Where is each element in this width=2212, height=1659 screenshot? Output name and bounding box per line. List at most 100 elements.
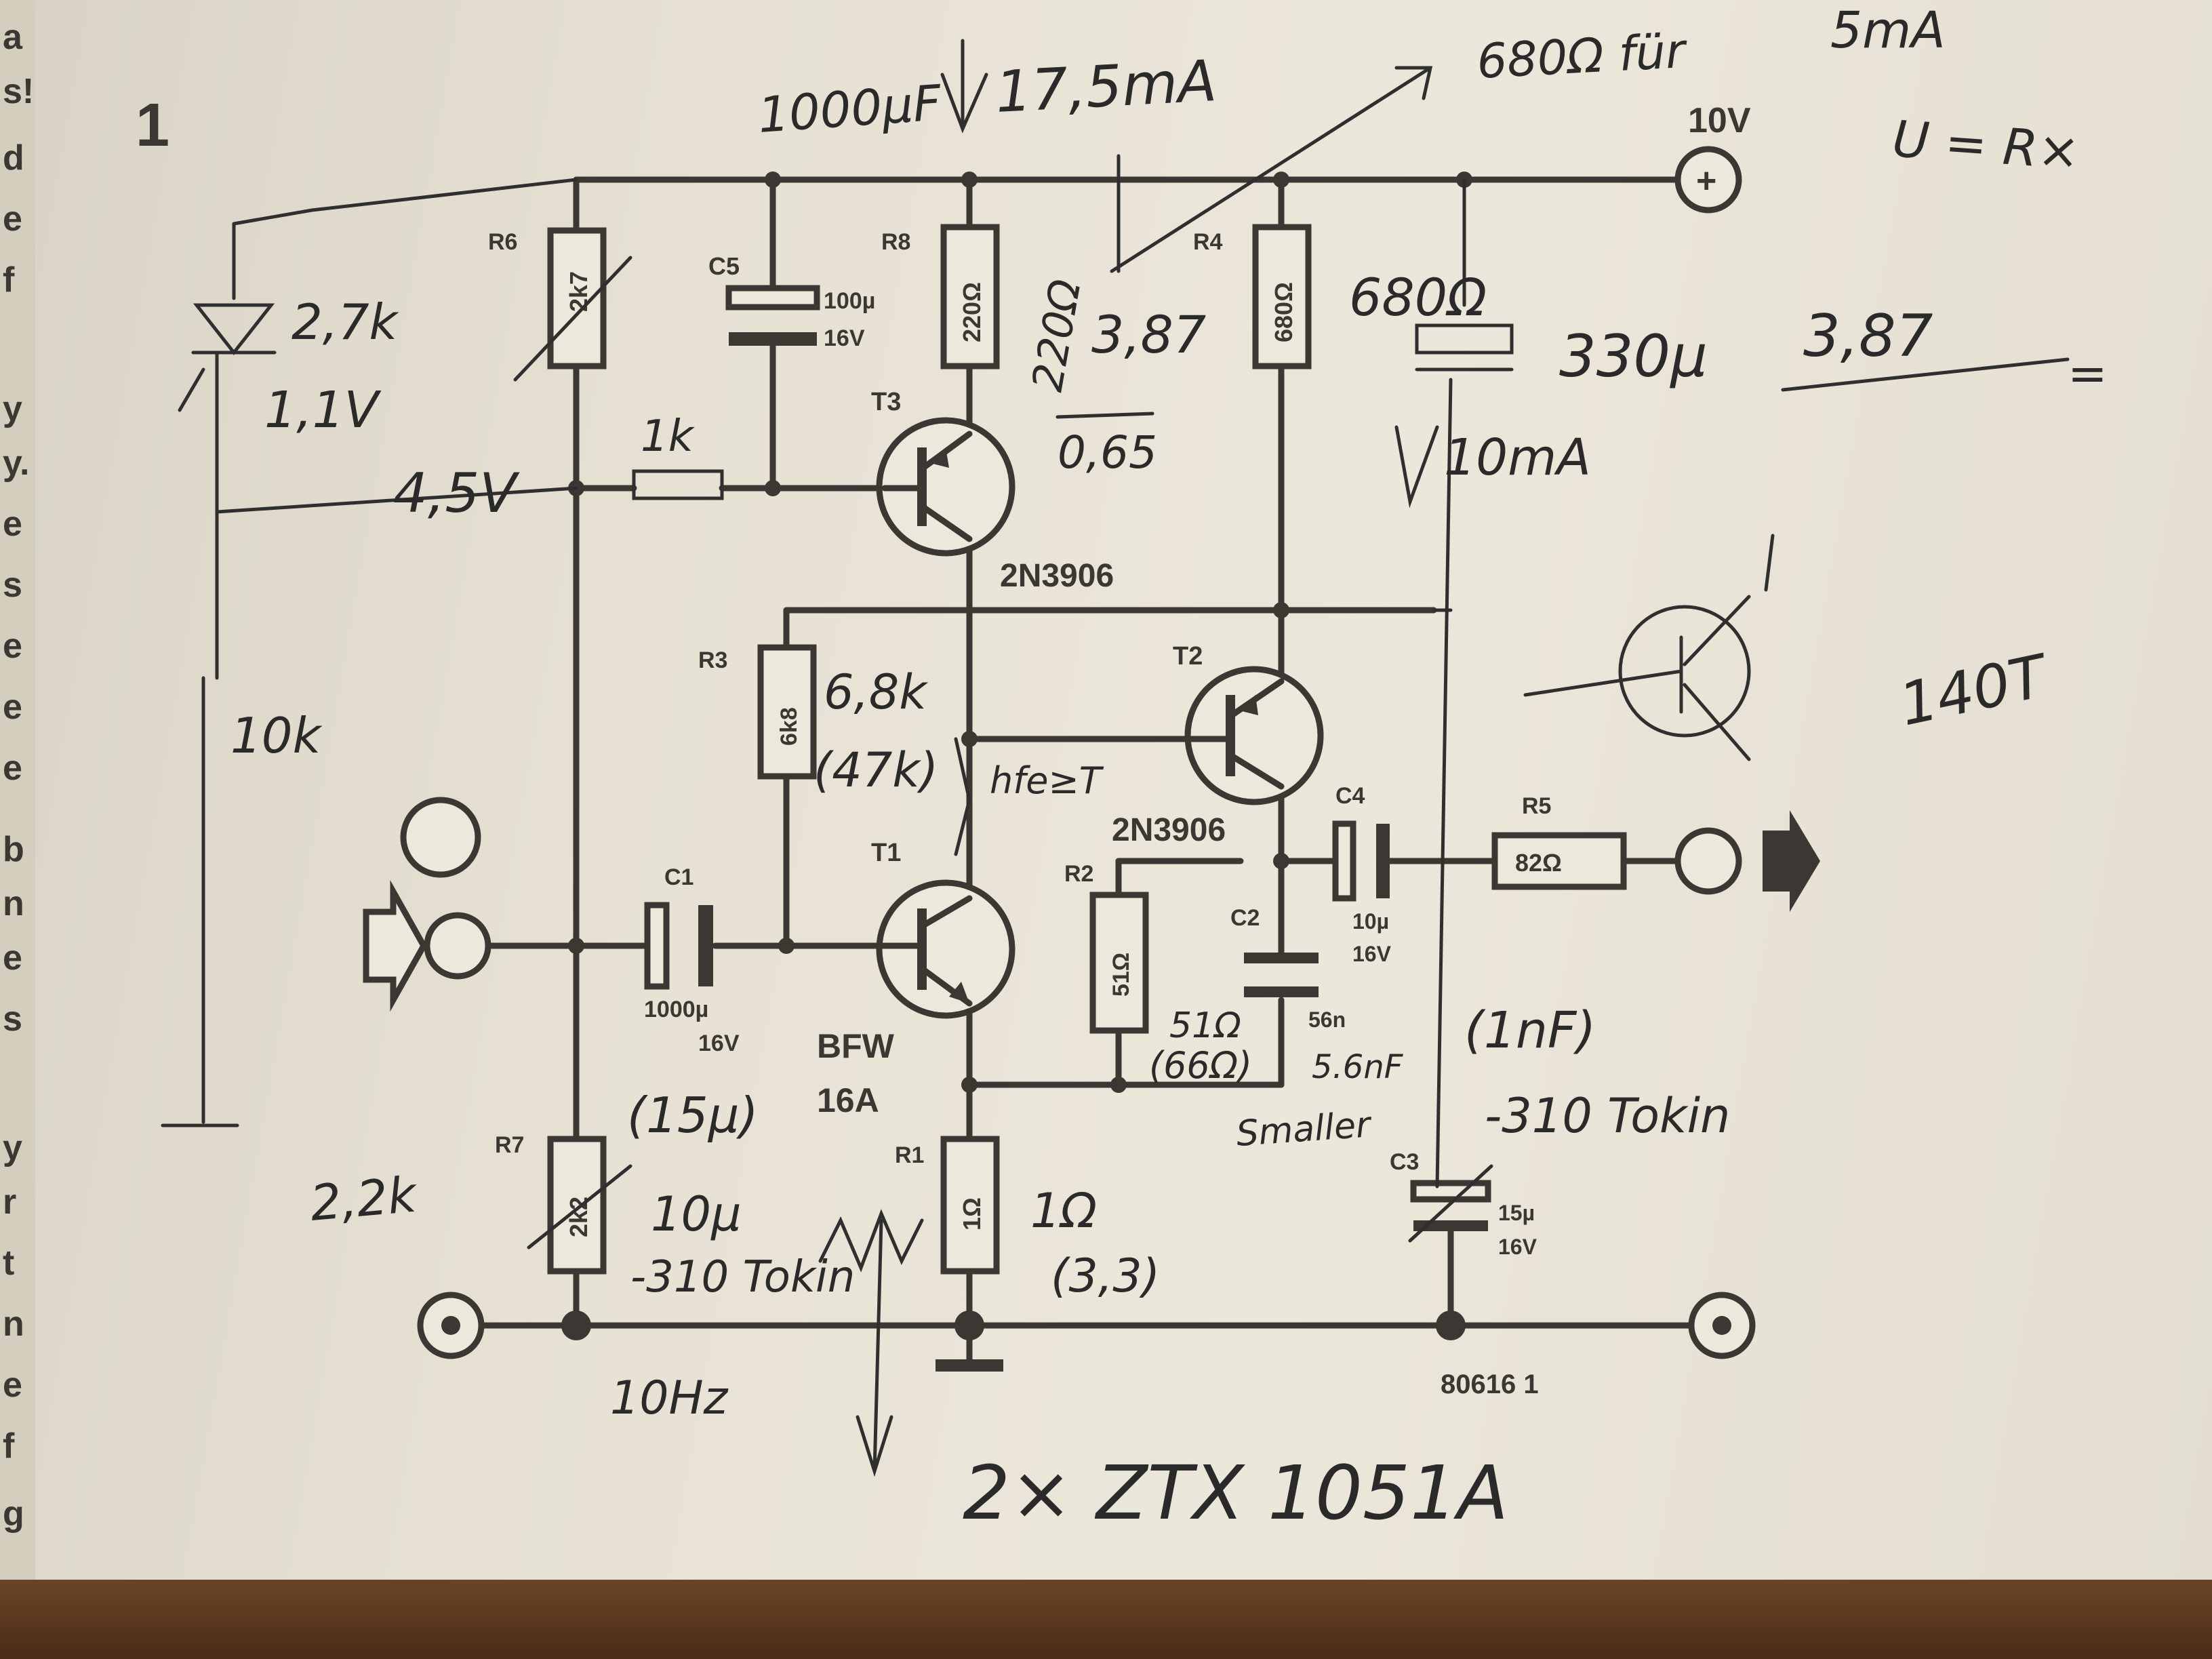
note-value-387-b: 3,87 xyxy=(1803,302,1933,370)
pen-current-arrow xyxy=(856,1415,893,1477)
junction-dot xyxy=(1273,172,1289,188)
note-r3-alt-47k: (47k) xyxy=(813,742,938,798)
note-hfe: hfe≥T xyxy=(990,759,1104,802)
capacitor-plate xyxy=(1244,986,1319,997)
junction-dot xyxy=(961,1077,978,1093)
margin-letter: b xyxy=(3,830,24,869)
capacitor-c4: C4 10µ 16V xyxy=(1332,783,1392,966)
emitter-arrow xyxy=(1239,695,1258,715)
t1-type-suffix: 16A xyxy=(817,1081,879,1119)
capacitor-plate xyxy=(1413,1220,1488,1231)
note-1k: 1k xyxy=(641,412,696,462)
transistor-body xyxy=(876,417,1015,557)
junction-dot xyxy=(1110,1077,1127,1093)
c4-value: 10µ xyxy=(1352,909,1389,934)
pen-current-arrow xyxy=(1394,425,1439,508)
resistor-r2: 51Ω R2 xyxy=(1064,861,1149,1034)
junction-dot xyxy=(765,480,781,496)
pen-wire xyxy=(215,486,578,514)
transistor-emitter xyxy=(1228,678,1285,719)
wooden-table-edge xyxy=(0,1580,2212,1659)
capacitor-plate xyxy=(729,332,817,346)
margin-letter: e xyxy=(3,504,22,544)
t3-label: T3 xyxy=(871,388,901,416)
junctions xyxy=(561,172,1472,1340)
junction-dot xyxy=(765,172,781,188)
junction-dot xyxy=(961,172,978,188)
c5-value: 100µ xyxy=(824,288,875,314)
capacitor-plate xyxy=(1410,1180,1491,1203)
margin-letter: y. xyxy=(3,443,30,483)
r5-value: 82Ω xyxy=(1515,849,1562,877)
r2-label: R2 xyxy=(1064,861,1093,887)
pen-wire xyxy=(1683,683,1751,761)
note-tokin-c3: -310 Tokin xyxy=(1485,1088,1730,1144)
pen-wire xyxy=(1764,534,1775,592)
margin-letter: y xyxy=(3,1128,22,1167)
pen-strike xyxy=(527,1164,632,1250)
margin-letter: d xyxy=(3,138,24,178)
junction-dot xyxy=(1273,853,1289,869)
figure-code: 80616 1 xyxy=(1441,1370,1539,1399)
margin-letter: r xyxy=(3,1182,16,1222)
t2-label: T2 xyxy=(1173,642,1203,671)
margin-letter: e xyxy=(3,626,22,666)
pen-wire xyxy=(232,178,578,226)
c1-voltage: 16V xyxy=(698,1031,740,1056)
resistor-body xyxy=(547,227,607,369)
c3-label: C3 xyxy=(1390,1149,1419,1175)
resistor-body xyxy=(1252,224,1312,369)
pen-wire xyxy=(1523,669,1683,697)
pen-arrow-line xyxy=(1110,66,1432,273)
note-10ma: 10mA xyxy=(1444,428,1591,487)
c2-value: 56n xyxy=(1308,1007,1346,1032)
input-ring-icon xyxy=(400,797,481,878)
note-top-resistor: 680Ω für xyxy=(1476,23,1689,89)
margin-letter: f xyxy=(3,260,15,300)
junction-dot xyxy=(561,1311,591,1340)
transistor-t3: T3 2N3906 xyxy=(871,388,1114,594)
transistor-body xyxy=(876,879,1015,1019)
note-top-cap: 1000µF xyxy=(756,74,944,144)
note-bias-voltage: 4,5V xyxy=(393,462,520,525)
note-c2-5n6: 5.6nF xyxy=(1312,1048,1404,1086)
c1-value: 1000µ xyxy=(644,997,708,1022)
transistor-body xyxy=(1184,666,1324,805)
capacitor-plate xyxy=(725,285,820,311)
pen-capacitor-plate xyxy=(1415,323,1514,355)
c4-label: C4 xyxy=(1335,783,1365,809)
margin-letter: f xyxy=(3,1426,15,1466)
r3-label: R3 xyxy=(698,647,727,673)
c5-label: C5 xyxy=(708,252,740,280)
junction-dot xyxy=(1436,1311,1466,1340)
note-r1-alt-33: (3,3) xyxy=(1051,1250,1160,1303)
handwritten-notes: 1000µF 17,5mA 680Ω für 5mA U = R× 2,7k 1… xyxy=(230,1,2108,1536)
supply-voltage-label: 10V xyxy=(1688,101,1751,140)
t3-type: 2N3906 xyxy=(1000,558,1114,594)
margin-letter: s xyxy=(3,999,22,1039)
margin-letter: y xyxy=(3,389,22,428)
r8-value: 220Ω xyxy=(958,282,986,342)
note-c1-alt: (15µ) xyxy=(627,1087,759,1144)
t1-type: BFW xyxy=(817,1027,895,1065)
note-140t: 140T xyxy=(1894,641,2056,739)
r6-label: R6 xyxy=(488,229,517,255)
note-led-voltage: 1,1V xyxy=(264,381,382,439)
pen-transistor-icon xyxy=(1618,605,1751,738)
transistor-collector xyxy=(920,895,973,929)
capacitor-plate xyxy=(1244,953,1319,963)
note-new-resistor: 680Ω xyxy=(1349,267,1487,327)
note-led-resistor: 2,7k xyxy=(291,294,400,351)
pen-underline xyxy=(1781,357,2070,392)
junction-dot xyxy=(778,938,795,954)
note-value-387: 3,87 xyxy=(1091,304,1206,365)
note-tokin-r7: -310 Tokin xyxy=(630,1252,855,1302)
margin-letter: e xyxy=(3,1365,22,1405)
c3-voltage: 16V xyxy=(1498,1235,1537,1259)
output-arrow-icon xyxy=(1763,810,1820,912)
margin-letter: g xyxy=(3,1494,24,1534)
note-10u: 10µ xyxy=(651,1186,742,1242)
input-arrow-icon xyxy=(363,879,428,1012)
note-10hz: 10Hz xyxy=(610,1372,729,1425)
resistor-r1: 1Ω R1 xyxy=(895,1136,1000,1275)
